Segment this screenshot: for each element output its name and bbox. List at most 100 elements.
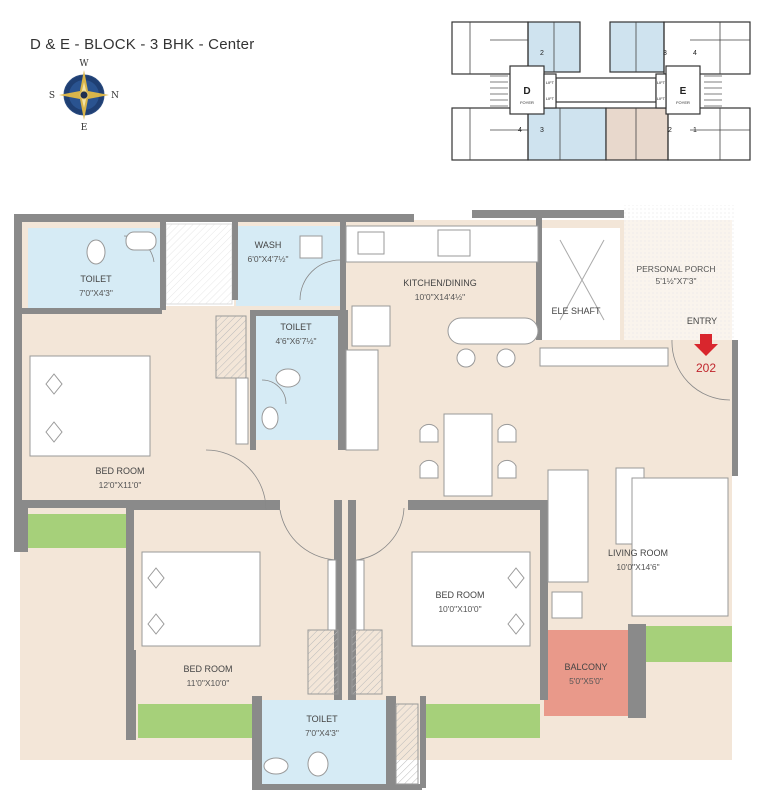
porch-size: 5'1½"X7'3" [656,276,697,286]
compass-n-label: N [111,91,119,101]
keyplan-unit [527,107,607,161]
pillow [147,613,165,635]
keyplan-lift-1: LIFT [546,80,555,85]
balcony-label: BALCONY [564,662,607,672]
keyplan-unit-2-top: 2 [540,50,544,57]
wardrobe [215,315,247,379]
keyplan-lift-3: LIFT [657,80,666,85]
pillow [507,613,525,635]
room-labels: TOILET 7'0"X4'3" WASH 6'0"X4'7½" KITCHEN… [79,240,717,738]
stool [496,348,516,368]
chair [419,423,439,443]
keyplan-unit-4-top: 4 [693,50,697,57]
toilet-1-label: TOILET [80,274,112,284]
keyplan-foyer-e: FOYER [676,100,690,105]
toilet-1-size: 7'0"X4'3" [79,288,113,298]
wash-floor [236,226,342,306]
keyplan-unit [609,21,665,73]
keyplan-unit-2-bottom: 2 [668,127,672,134]
l-sofa [631,477,729,617]
kitchen-size: 10'0"X14'4½" [415,292,465,302]
pillow [45,421,63,443]
kitchen-side-counter [345,349,379,451]
wardrobe [395,703,419,785]
wardrobe [307,629,339,695]
garden-strip [28,514,126,548]
keyplan-unit-4-bottom: 4 [518,127,522,134]
side-table [551,591,583,619]
living-size: 10'0"X14'6" [616,562,659,572]
wash-size: 6'0"X4'7½" [248,254,289,264]
washbasin-icon [125,231,157,251]
pillow [507,567,525,589]
walls [14,210,738,790]
washbasin-icon [263,757,289,775]
bed-2 [411,551,531,647]
wc-icon [86,239,106,265]
keyplan-foyer-d: FOYER [520,100,534,105]
pillow [45,373,63,395]
door-swings [123,235,731,561]
compass-e-label: E [81,123,88,133]
compass-icon [59,70,109,120]
keyplan-unit-highlight [605,107,669,161]
toilet-2-size: 4'6"X6'7½" [276,336,317,346]
bed-3 [141,551,261,647]
bedroom-3-label: BED ROOM [183,664,232,674]
wash-label: WASH [255,240,282,250]
wardrobe [355,559,365,631]
garden-strip [646,626,732,662]
keyplan-unit-1-bottom: 1 [693,127,697,134]
stool [456,348,476,368]
stove-icon [437,229,471,257]
garden-strip [426,704,540,738]
chair [419,459,439,479]
dining-table [443,413,493,497]
key-plan [451,21,751,161]
toilet-2-label: TOILET [280,322,312,332]
toilet-3-label: TOILET [306,714,338,724]
wardrobe [351,629,383,695]
entry-label: ENTRY [687,316,717,326]
keyplan-lift-4: LIFT [657,96,666,101]
porch-label: PERSONAL PORCH [636,264,715,274]
chair [497,423,517,443]
balcony-size: 5'0"X5'0" [569,676,603,686]
wc-icon [307,751,329,777]
bedroom-2-size: 10'0"X10'0" [438,604,481,614]
ele-shaft-label: ELE SHAFT [551,306,601,316]
bedroom-1-size: 12'0"X11'0" [99,480,142,490]
entry-arrow-icon [694,334,718,356]
bedroom-1-label: BED ROOM [95,466,144,476]
bed-1 [29,355,151,457]
wc-icon [275,368,301,388]
sofa [547,469,589,583]
porch-ledge [539,347,669,367]
plan-title: D & E - BLOCK - 3 BHK - Center [30,36,255,53]
keyplan-block-e: E [680,86,687,97]
keyplan-lift-2: LIFT [546,96,555,101]
garden-strip [138,704,252,738]
pillow [147,567,165,589]
living-label: LIVING ROOM [608,548,668,558]
wardrobe [327,559,337,631]
compass-s-label: S [49,91,55,101]
washing-machine [299,235,323,259]
keyplan-unit-3-bottom: 3 [540,127,544,134]
wardrobe [235,377,249,445]
bedroom-2-label: BED ROOM [435,590,484,600]
keyplan-block-d: D [523,86,530,97]
kitchen-label: KITCHEN/DINING [403,278,477,288]
fridge [351,305,391,347]
breakfast-counter [447,317,539,345]
compass-w-label: W [79,59,89,69]
balcony-floor [544,630,630,716]
key-plan-labels: D FOYER E FOYER LIFT LIFT LIFT LIFT 2 3 … [518,50,697,134]
keyplan-unit-3-top: 3 [663,50,667,57]
furniture [29,223,729,785]
unit-number: 202 [696,361,716,375]
toilet-3-size: 7'0"X4'3" [305,728,339,738]
chair [497,459,517,479]
washbasin-icon [261,406,279,430]
